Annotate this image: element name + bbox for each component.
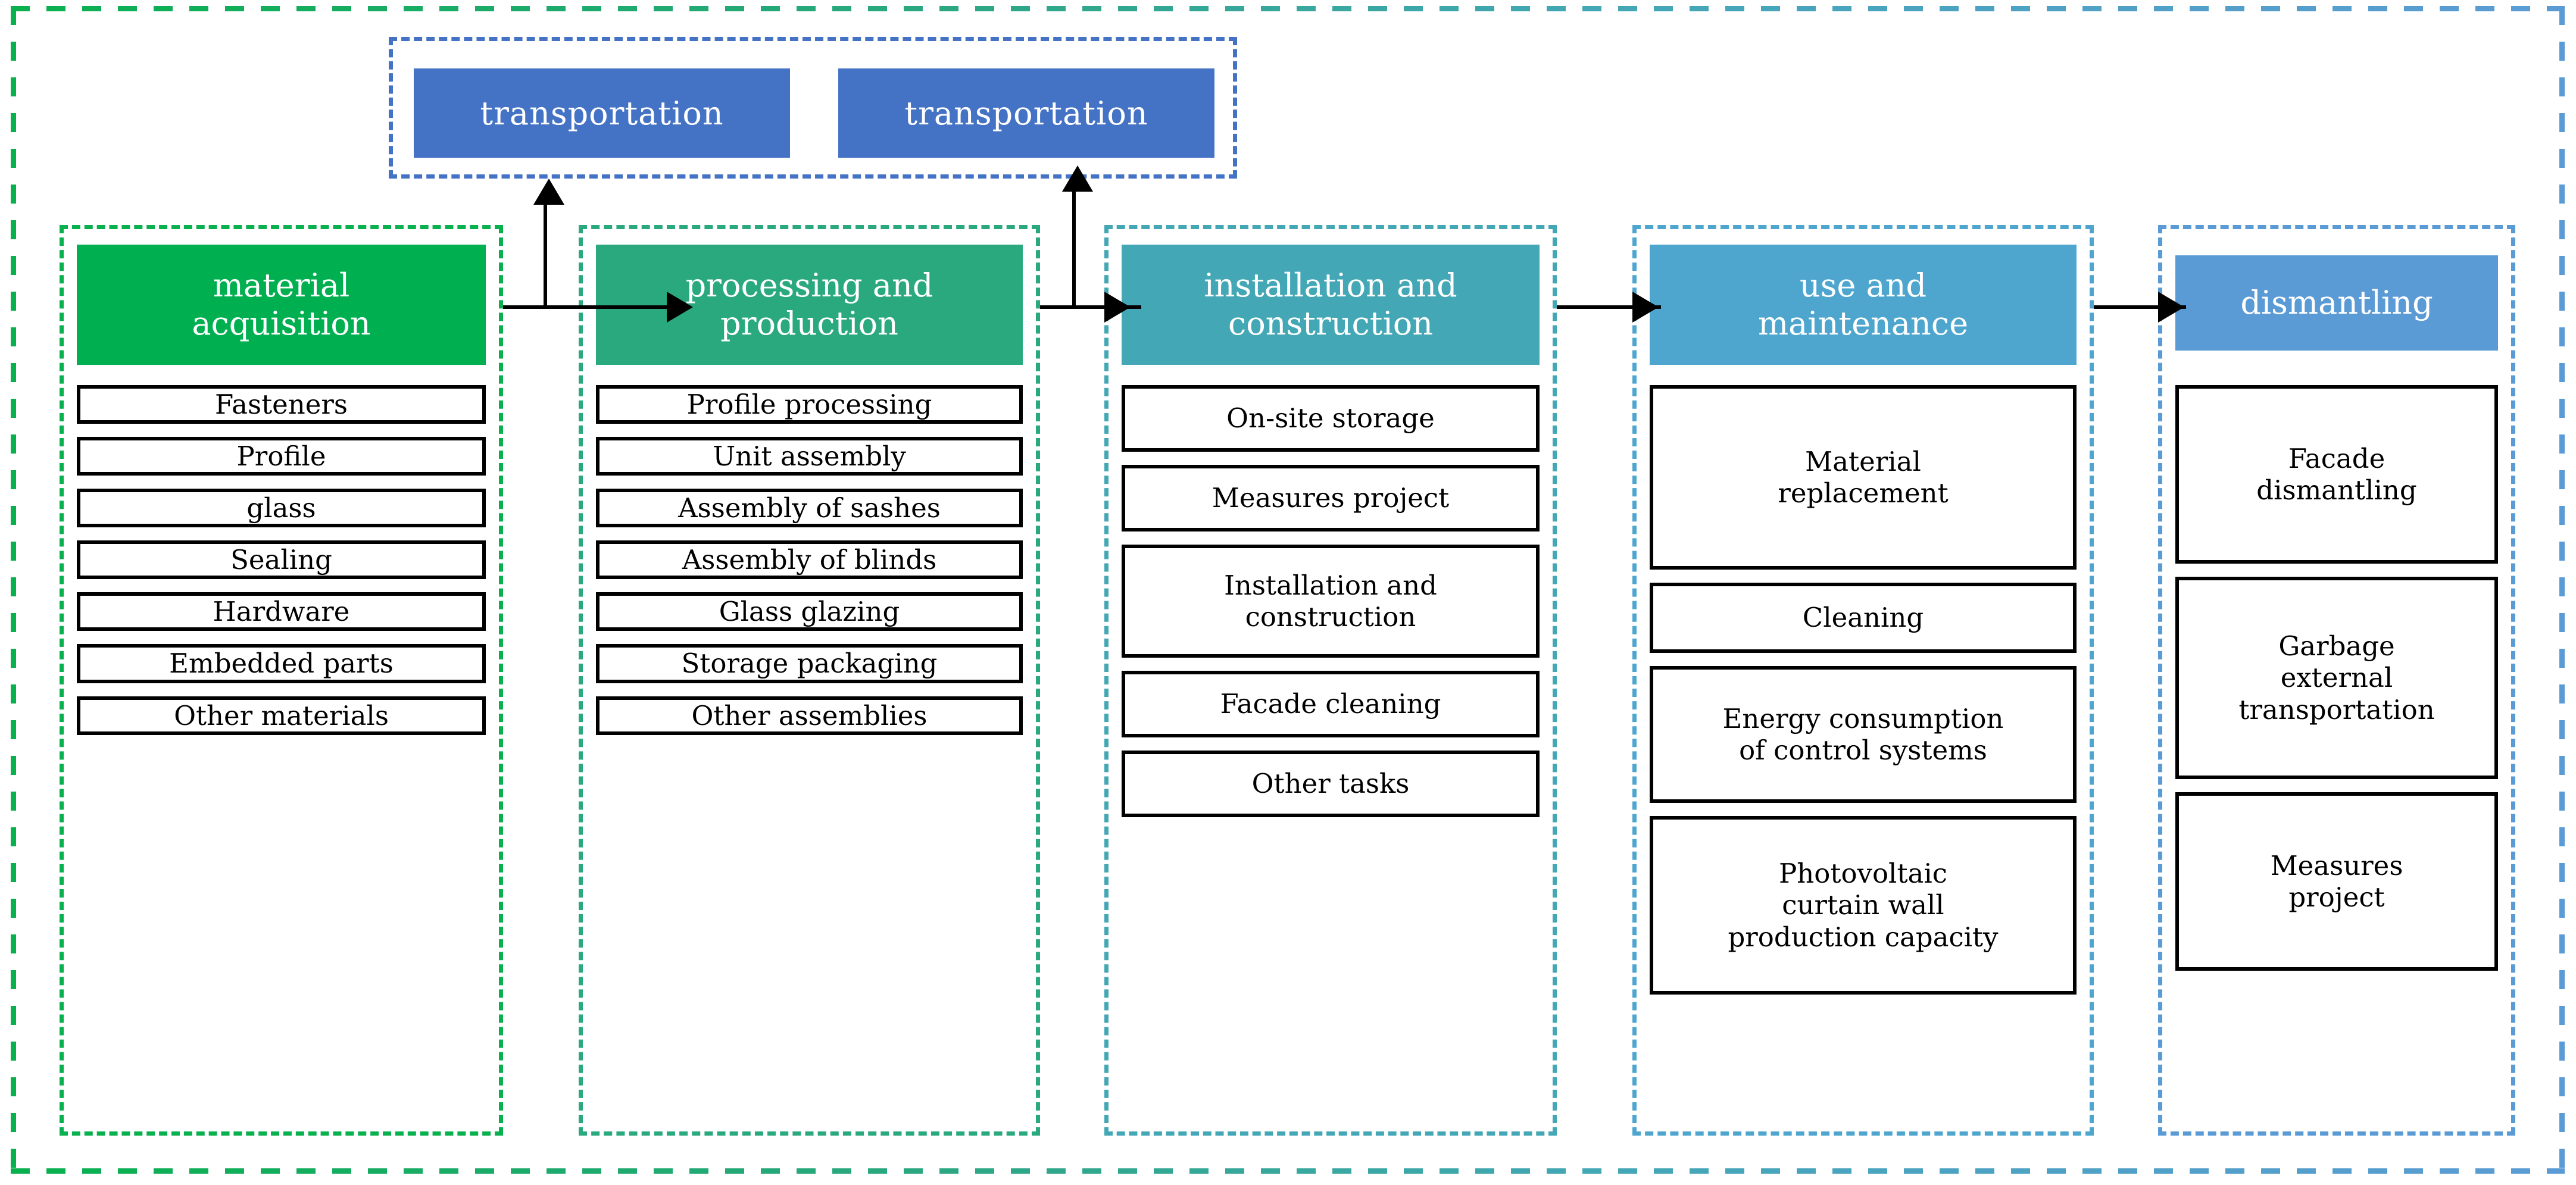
stage-header-use-and-maintenance: use and maintenance: [1650, 245, 2077, 365]
arrowhead-stage2-to-stage3: [1104, 292, 1131, 323]
list-item[interactable]: Installation and construction: [1122, 545, 1540, 658]
list-item[interactable]: Sealing: [77, 540, 486, 580]
connector-stage2-to-stage3: [1040, 305, 1141, 309]
list-item[interactable]: Unit assembly: [596, 437, 1023, 476]
stage-header-dismantling: dismantling: [2175, 255, 2498, 351]
transportation-group: transportation transportation: [389, 37, 1237, 179]
stage-items-installation-and-construction: On-site storage Measures project Install…: [1122, 385, 1540, 1121]
stage-items-dismantling: Facade dismantling Garbage external tran…: [2175, 385, 2498, 1121]
stage-use-and-maintenance[interactable]: use and maintenance Material replacement…: [1632, 225, 2094, 1136]
stage-material-acquisition[interactable]: material acquisition Fasteners Profile g…: [60, 225, 503, 1136]
connector-stage1-to-stage2: [503, 305, 673, 309]
stage-processing-and-production[interactable]: processing and production Profile proces…: [579, 225, 1040, 1136]
list-item[interactable]: Other tasks: [1122, 751, 1540, 817]
list-item[interactable]: Garbage external transportation: [2175, 577, 2498, 779]
list-item[interactable]: Hardware: [77, 592, 486, 631]
stage-installation-and-construction[interactable]: installation and construction On-site st…: [1104, 225, 1557, 1136]
list-item[interactable]: Fasteners: [77, 385, 486, 424]
transportation-box-1[interactable]: transportation: [414, 68, 790, 158]
list-item[interactable]: On-site storage: [1122, 385, 1540, 452]
list-item[interactable]: Other materials: [77, 696, 486, 735]
stage-items-use-and-maintenance: Material replacement Cleaning Energy con…: [1650, 385, 2077, 1121]
transportation-box-1-label: transportation: [480, 94, 724, 132]
list-item[interactable]: Assembly of sashes: [596, 489, 1023, 528]
stage-items-processing-and-production: Profile processing Unit assembly Assembl…: [596, 385, 1023, 1121]
list-item[interactable]: Cleaning: [1650, 583, 2077, 653]
list-item[interactable]: Profile processing: [596, 385, 1023, 424]
stage-header-processing-and-production: processing and production: [596, 245, 1023, 365]
arrowhead-transportation-1: [533, 179, 564, 205]
list-item[interactable]: Material replacement: [1650, 385, 2077, 570]
arrowhead-transportation-2: [1062, 165, 1093, 192]
list-item[interactable]: Measures project: [1122, 465, 1540, 531]
connector-branch-to-transportation-1: [544, 202, 547, 307]
transportation-box-2[interactable]: transportation: [838, 68, 1214, 158]
list-item[interactable]: Assembly of blinds: [596, 540, 1023, 580]
list-item[interactable]: Photovoltaic curtain wall production cap…: [1650, 816, 2077, 995]
connector-stage4-to-stage5: [2094, 305, 2186, 309]
list-item[interactable]: Embedded parts: [77, 644, 486, 683]
list-item[interactable]: Energy consumption of control systems: [1650, 666, 2077, 803]
stage-items-material-acquisition: Fasteners Profile glass Sealing Hardware…: [77, 385, 486, 1121]
stage-dismantling[interactable]: dismantling Facade dismantling Garbage e…: [2158, 225, 2515, 1136]
list-item[interactable]: Other assemblies: [596, 696, 1023, 735]
list-item[interactable]: glass: [77, 489, 486, 528]
stage-header-material-acquisition: material acquisition: [77, 245, 486, 365]
connector-stage3-to-stage4: [1557, 305, 1661, 309]
list-item[interactable]: Measures project: [2175, 792, 2498, 971]
list-item[interactable]: Profile: [77, 437, 486, 476]
transportation-box-2-label: transportation: [904, 94, 1148, 132]
connector-branch-to-transportation-2: [1072, 189, 1076, 307]
arrowhead-stage4-to-stage5: [2158, 292, 2184, 323]
arrowhead-stage1-to-stage2: [667, 292, 693, 323]
list-item[interactable]: Glass glazing: [596, 592, 1023, 631]
stage-header-installation-and-construction: installation and construction: [1122, 245, 1540, 365]
arrowhead-stage3-to-stage4: [1632, 292, 1659, 323]
list-item[interactable]: Facade dismantling: [2175, 385, 2498, 564]
list-item[interactable]: Facade cleaning: [1122, 671, 1540, 737]
list-item[interactable]: Storage packaging: [596, 644, 1023, 683]
